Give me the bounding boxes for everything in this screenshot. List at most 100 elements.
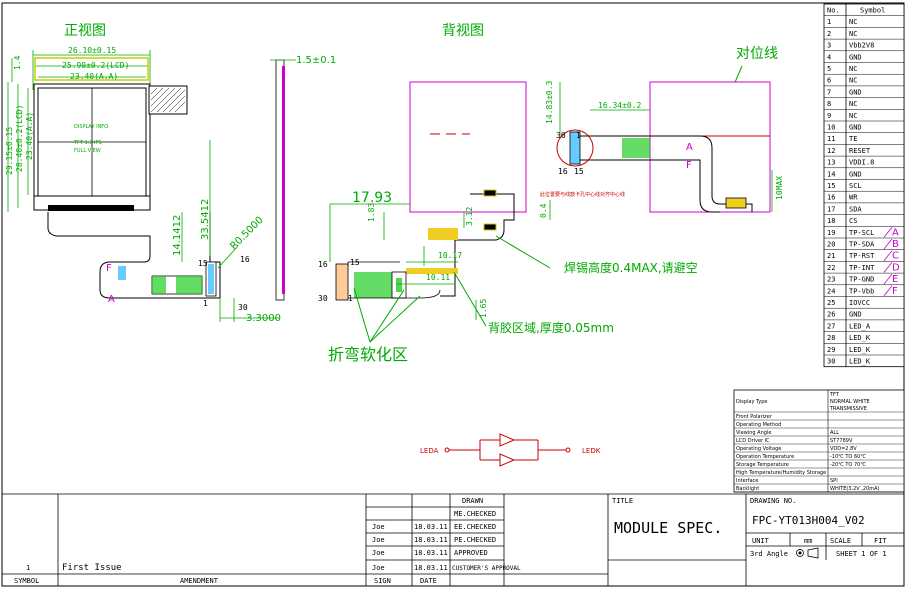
spec-value: -10℃ TO 60℃ bbox=[830, 454, 866, 460]
symbol-table-header-no: No. bbox=[827, 7, 840, 15]
dim-1-4: 1.4 bbox=[13, 55, 22, 70]
led-schematic bbox=[444, 433, 571, 467]
front-fpc-outline bbox=[47, 212, 221, 299]
symbol-row-no: 25 bbox=[827, 299, 835, 307]
detail-pin-16: 16 bbox=[558, 167, 568, 176]
detail-pin-1: 1 bbox=[576, 131, 581, 140]
revision-symbol: 1 bbox=[26, 564, 30, 572]
detail-module-outline bbox=[649, 81, 771, 213]
symbol-table-header-symbol: Symbol bbox=[860, 7, 885, 15]
footer-symbol: SYMBOL bbox=[14, 577, 39, 585]
scale-value: FIT bbox=[874, 537, 887, 545]
sign-pe: Joe bbox=[372, 536, 385, 544]
role-customer-approval: CUSTOMER'S APPROVAL bbox=[452, 565, 521, 572]
dim-thickness: 1.5±0.1 bbox=[296, 55, 336, 66]
detail-marker-f: F bbox=[686, 160, 692, 171]
back-pin-16: 16 bbox=[318, 260, 328, 269]
symbol-row-symbol: SCL bbox=[849, 182, 862, 190]
lcd-text-2: TFT 1.3 IPS bbox=[73, 140, 102, 146]
spec-value: TFT bbox=[829, 392, 840, 398]
symbol-row-no: 10 bbox=[827, 124, 835, 132]
back-dims bbox=[329, 203, 477, 320]
back-fpc-outline bbox=[440, 193, 515, 297]
note-bend-zone: 折弯软化区 bbox=[328, 345, 408, 364]
symbol-row-no: 28 bbox=[827, 334, 835, 342]
dim-width-lcd: 25.90±0.2(LCD) bbox=[62, 61, 129, 70]
symbol-row-no: 5 bbox=[827, 65, 831, 73]
role-pe-checked: PE.CHECKED bbox=[454, 536, 496, 544]
dim-fpc-mid: 14.1412 bbox=[172, 215, 183, 256]
symbol-row-no: 29 bbox=[827, 346, 835, 354]
symbol-row-symbol: VDDI.8 bbox=[849, 159, 874, 167]
symbol-row-symbol: NC bbox=[849, 18, 857, 26]
symbol-row-no: 16 bbox=[827, 194, 835, 202]
dim-16-34: 16.34±0.2 bbox=[598, 101, 642, 110]
symbol-tag: C bbox=[892, 251, 899, 262]
symbol-row-symbol: NC bbox=[849, 112, 857, 120]
symbol-row-no: 2 bbox=[827, 30, 831, 38]
spec-value: TRANSMISSIVE bbox=[829, 406, 867, 412]
symbol-row-symbol: TP-GND bbox=[849, 276, 874, 284]
symbol-row-no: 17 bbox=[827, 205, 835, 213]
symbol-row-no: 22 bbox=[827, 264, 835, 272]
side-view-edge bbox=[282, 66, 285, 294]
detail-pad bbox=[725, 197, 747, 209]
dim-1-83: 1.83 bbox=[367, 203, 376, 222]
spec-value: ALL bbox=[830, 430, 839, 436]
annotation-arrows bbox=[353, 235, 551, 343]
detail-connector-circle bbox=[556, 129, 594, 167]
symbol-row-symbol: LED_K bbox=[849, 334, 871, 342]
spec-label: Storage Temperature bbox=[736, 462, 789, 468]
dim-radius: R0.5000 bbox=[228, 215, 265, 252]
detail-pin-15: 15 bbox=[574, 167, 584, 176]
front-marker-a: A bbox=[108, 294, 115, 305]
drawing-no-label: DRAWING NO. bbox=[750, 497, 796, 505]
ic-strip bbox=[48, 205, 134, 211]
symbol-row-symbol: LED_A bbox=[849, 322, 871, 330]
back-pad-1 bbox=[483, 189, 497, 197]
symbol-row-no: 24 bbox=[827, 287, 835, 295]
front-left-dims bbox=[7, 58, 29, 212]
footer-amendment: AMENDMENT bbox=[180, 577, 219, 585]
spec-label: High Temperature/Humidity Storage bbox=[736, 470, 826, 476]
symbol-row-symbol: TP-SDA bbox=[849, 241, 875, 249]
dim-offset: 3.3000 bbox=[246, 313, 281, 324]
detail-connector bbox=[569, 131, 581, 165]
title-label: TITLE bbox=[612, 497, 633, 505]
spec-value: ST7789V bbox=[830, 438, 853, 444]
symbol-row-no: 15 bbox=[827, 182, 835, 190]
symbol-row-symbol: GND bbox=[849, 88, 862, 96]
drawn-label: DRAWN bbox=[462, 497, 483, 505]
spec-label: Operation Temperature bbox=[736, 454, 794, 460]
front-marker-f: F bbox=[106, 263, 112, 274]
symbol-row-symbol: SDA bbox=[849, 205, 862, 213]
symbol-row-symbol: TP-INT bbox=[849, 264, 875, 272]
symbol-row-symbol: TP-SCL bbox=[849, 229, 874, 237]
sign-approved: Joe bbox=[372, 549, 385, 557]
dim-fpc-len: 33.5412 bbox=[200, 199, 211, 240]
back-pin-30: 30 bbox=[318, 294, 328, 303]
front-view-title: 正视图 bbox=[64, 23, 106, 39]
symbol-row-no: 26 bbox=[827, 311, 835, 319]
symbol-row-no: 11 bbox=[827, 135, 835, 143]
symbol-row-no: 1 bbox=[827, 18, 831, 26]
note-back-glue: 背胶区域,厚度0.05mm bbox=[488, 320, 614, 335]
front-fpc-dims bbox=[181, 140, 280, 322]
spec-label: Operating Method bbox=[736, 422, 781, 428]
symbol-row-symbol: IOVCC bbox=[849, 299, 870, 307]
symbol-row-symbol: RESET bbox=[849, 147, 871, 155]
symbol-row-symbol: TP-Vbb bbox=[849, 287, 874, 295]
symbol-row-no: 12 bbox=[827, 147, 835, 155]
front-pin-15: 15 bbox=[198, 259, 208, 268]
symbol-row-no: 8 bbox=[827, 100, 831, 108]
symbol-row-symbol: WR bbox=[849, 194, 858, 202]
back-pin-1: 1 bbox=[348, 294, 353, 303]
symbol-tag: A bbox=[892, 227, 899, 238]
sign-ee: Joe bbox=[372, 523, 385, 531]
symbol-tag: E bbox=[892, 274, 898, 285]
role-ee-checked: EE.CHECKED bbox=[454, 523, 496, 531]
dim-10-17: 10.17 bbox=[438, 251, 462, 260]
